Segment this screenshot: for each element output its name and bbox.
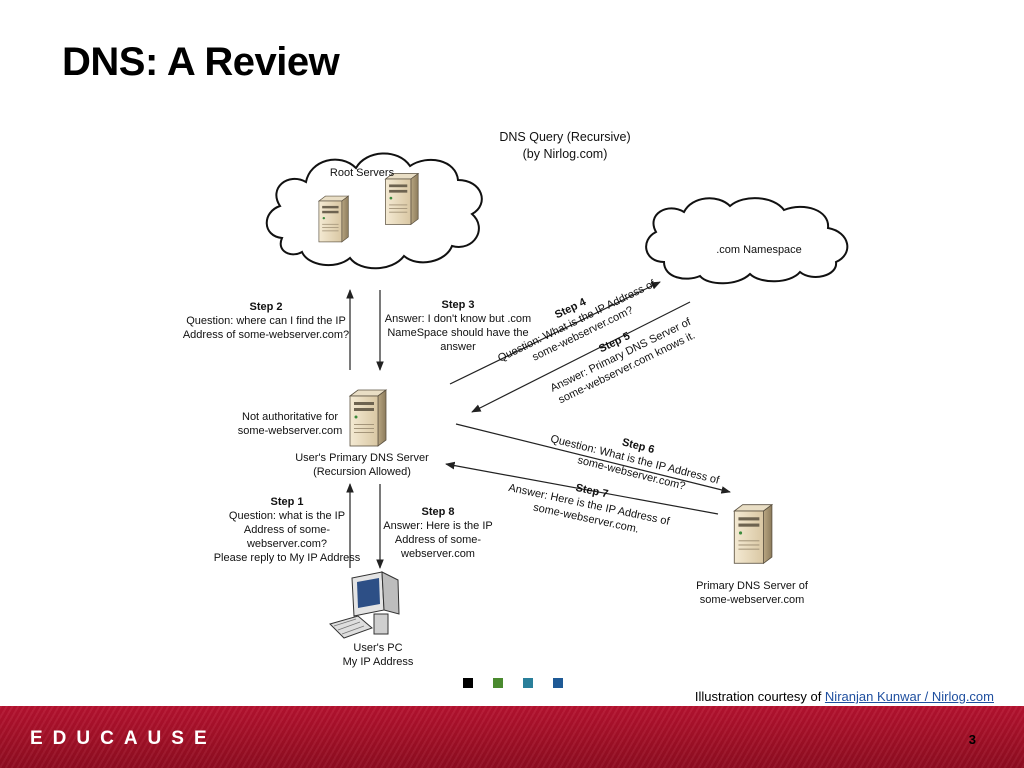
dns-diagram: Root Servers .com Namespace DNS Query (R… <box>183 130 849 668</box>
step2-label: Step 2 Question: where can I find the IP… <box>183 301 349 341</box>
step1-label: Step 1 Question: what is the IP Address … <box>214 496 361 564</box>
black-square <box>463 678 473 688</box>
step7-arrow <box>445 461 719 515</box>
users-pc-label-line1: User's PC <box>353 642 402 654</box>
root-server-1-icon <box>318 195 349 243</box>
slide-title: DNS: A Review <box>62 40 340 84</box>
authoritative-dns-label-line2: some-webserver.com <box>700 594 805 606</box>
page-number: 3 <box>968 732 976 747</box>
com-namespace-cloud <box>645 197 849 285</box>
educause-logo: EDUCAUSE <box>30 728 217 749</box>
primary-dns-server-icon <box>349 389 387 447</box>
svg-text:NameSpace should have the: NameSpace should have the <box>387 327 528 339</box>
svg-text:answer: answer <box>440 341 476 353</box>
primary-dns-label-line2: (Recursion Allowed) <box>313 466 411 478</box>
primary-dns-label-line1: User's Primary DNS Server <box>295 452 429 464</box>
root-server-2-icon <box>384 172 419 226</box>
com-namespace-label: .com Namespace <box>716 244 802 256</box>
authoritative-dns-label-line1: Primary DNS Server of <box>696 580 809 592</box>
users-pc-icon <box>329 571 400 639</box>
not-authoritative-line2: some-webserver.com <box>238 425 343 437</box>
svg-text:Step 8: Step 8 <box>421 506 454 518</box>
credit-prefix: Illustration courtesy of <box>694 689 825 704</box>
svg-text:webserver.com: webserver.com <box>400 548 475 560</box>
svg-text:Step 1: Step 1 <box>270 496 303 508</box>
svg-text:Please reply to My IP Address: Please reply to My IP Address <box>214 552 361 564</box>
svg-text:webserver.com?: webserver.com? <box>246 538 327 550</box>
svg-text:Answer: Here is the IP: Answer: Here is the IP <box>383 520 492 532</box>
svg-text:Answer: I don't know but .com: Answer: I don't know but .com <box>385 313 531 325</box>
footer-texture <box>0 706 1024 768</box>
credit-link[interactable]: Niranjan Kunwar / Nirlog.com <box>824 689 994 704</box>
step4-arrow <box>449 281 661 385</box>
not-authoritative-line1: Not authoritative for <box>242 411 338 423</box>
footer-bar: EDUCAUSE 3 <box>0 706 1024 768</box>
svg-text:Step 2: Step 2 <box>249 301 282 313</box>
step5-arrow <box>471 301 691 413</box>
illustration-credit: Illustration courtesy of Niranjan Kunwar… <box>695 689 994 704</box>
blue-square <box>553 678 563 688</box>
root-servers-label: Root Servers <box>330 167 395 179</box>
diagram-header-line1: DNS Query (Recursive) <box>499 130 630 144</box>
svg-text:Question: where can I find the: Question: where can I find the IP <box>186 315 346 327</box>
green-square <box>493 678 503 688</box>
authoritative-dns-server-icon <box>733 504 773 564</box>
diagram-header-line2: (by Nirlog.com) <box>523 147 608 161</box>
svg-text:Address of some-: Address of some- <box>244 524 331 536</box>
step6-label: Step 6 Question: What is the IP Address … <box>549 433 721 493</box>
step8-label: Step 8 Answer: Here is the IP Address of… <box>383 506 492 560</box>
svg-text:Step 3: Step 3 <box>441 299 474 311</box>
step3-label: Step 3 Answer: I don't know but .com Nam… <box>385 299 531 353</box>
teal-square <box>523 678 533 688</box>
users-pc-label-line2: My IP Address <box>343 656 414 668</box>
step6-arrow <box>455 423 731 494</box>
svg-text:Address of some-: Address of some- <box>395 534 482 546</box>
svg-text:Address of some-webserver.com?: Address of some-webserver.com? <box>183 329 349 341</box>
svg-text:Question: what is the IP: Question: what is the IP <box>229 510 345 522</box>
